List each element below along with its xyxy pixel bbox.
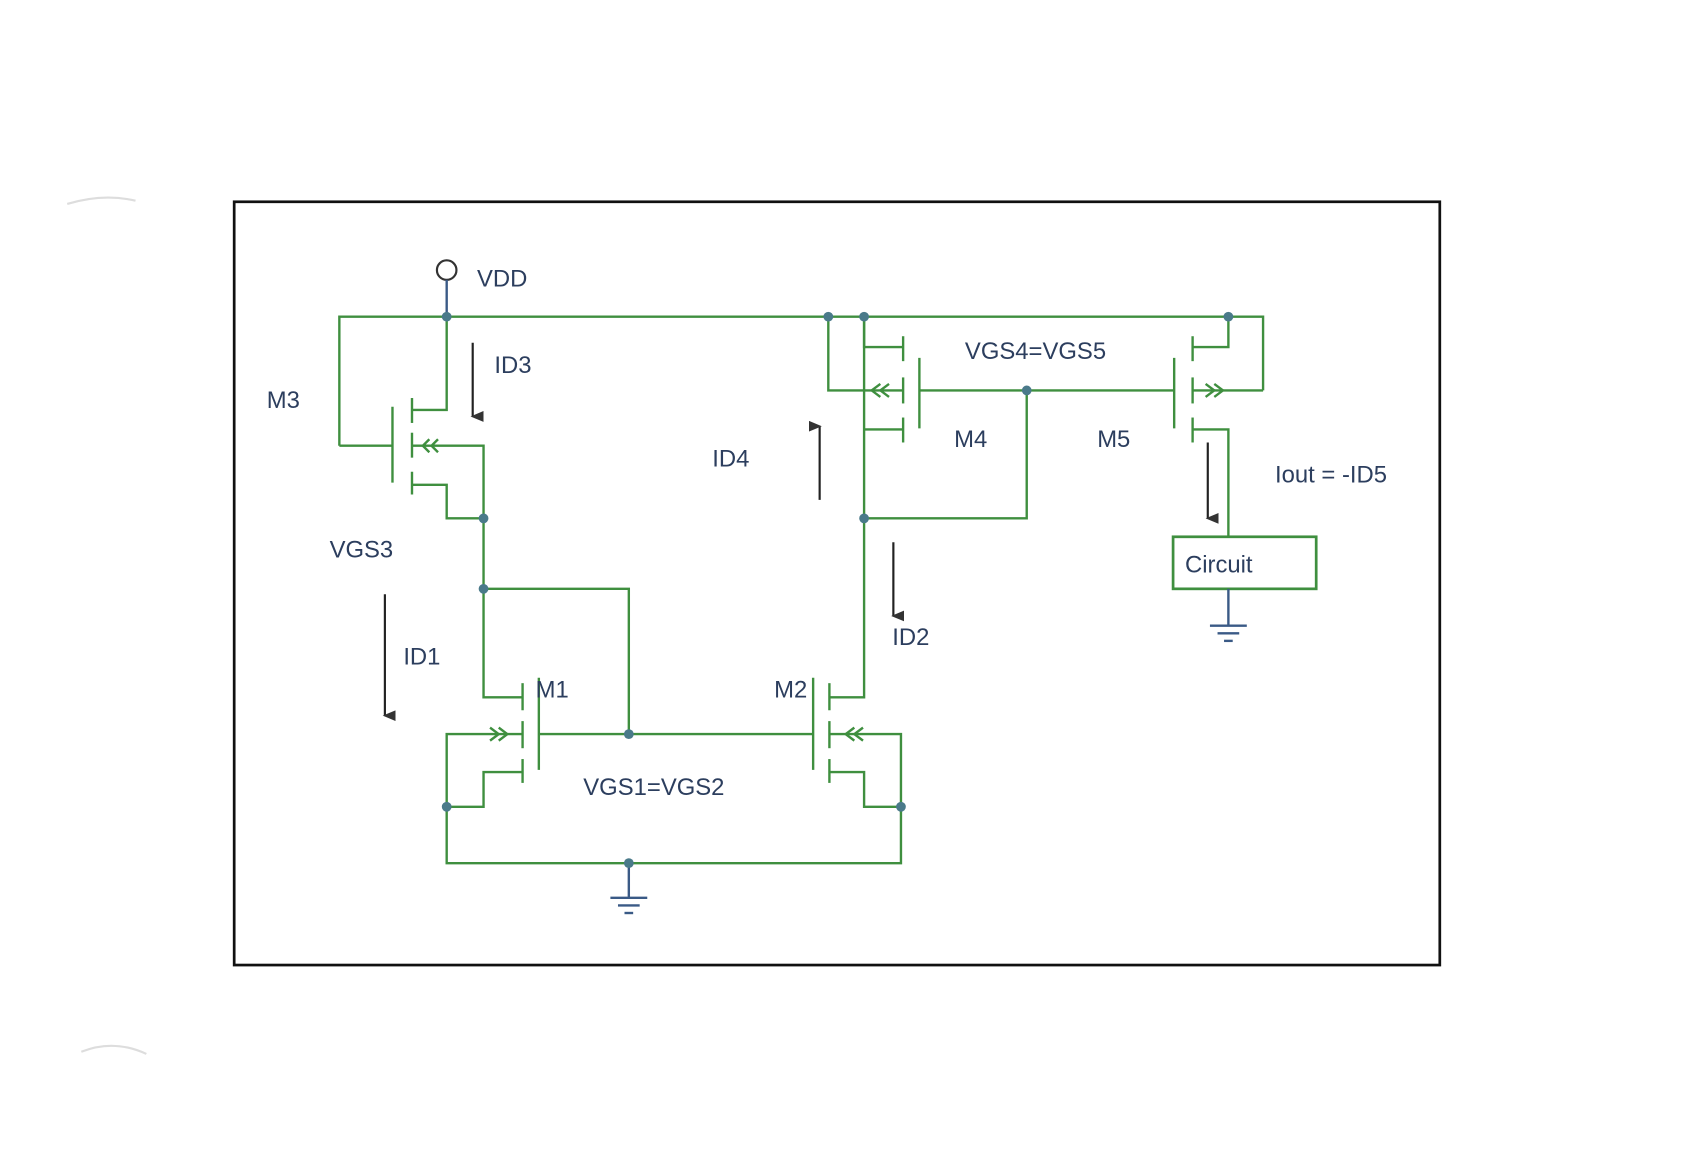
junction-node [1223, 311, 1234, 322]
junction-node [1021, 385, 1032, 396]
vgs3-label: VGS3 [330, 536, 394, 563]
junction-node [896, 801, 906, 812]
transistor-m2 [811, 316, 903, 808]
id2-label: ID2 [892, 624, 929, 651]
junction-node [859, 513, 869, 524]
m5-label: M5 [1097, 426, 1130, 453]
scan-mark [66, 196, 136, 205]
wire [482, 518, 523, 699]
vdd-rail [338, 315, 1265, 446]
transistor-m3 [339, 316, 485, 520]
ground-icon [1209, 588, 1247, 643]
junction-node [623, 729, 634, 739]
m1-label: M1 [536, 676, 569, 703]
load-circuit-label: Circuit [1185, 552, 1253, 579]
load-circuit-box [1171, 535, 1318, 591]
m2-label: M2 [774, 676, 807, 703]
junction-node [623, 858, 634, 869]
junction-node [859, 311, 869, 322]
wire [483, 587, 631, 735]
ground-icon [610, 863, 648, 915]
junction-node [478, 513, 489, 524]
m4-label: M4 [954, 426, 987, 453]
transistor-m4 [827, 316, 1028, 520]
junction-node [823, 311, 834, 322]
id3-label: ID3 [494, 352, 531, 379]
junction-node [441, 311, 452, 322]
ground-rail [445, 806, 903, 865]
id4-label: ID4 [712, 445, 749, 472]
iout-label: Iout = -ID5 [1275, 462, 1387, 489]
vgs1-vgs2-label: VGS1=VGS2 [583, 774, 724, 801]
junction-node [478, 583, 489, 594]
scan-mark [80, 1044, 147, 1055]
junction-nodes [441, 311, 1234, 869]
vdd-label: VDD [477, 265, 527, 292]
vgs4-vgs5-label: VGS4=VGS5 [965, 338, 1106, 365]
transistor-m5 [1172, 316, 1264, 537]
transistor-m1 [445, 677, 541, 808]
diagram-frame [232, 200, 1442, 967]
m3-label: M3 [267, 387, 300, 414]
vdd-terminal [435, 259, 458, 317]
id1-label: ID1 [403, 644, 440, 671]
junction-node [441, 801, 452, 812]
